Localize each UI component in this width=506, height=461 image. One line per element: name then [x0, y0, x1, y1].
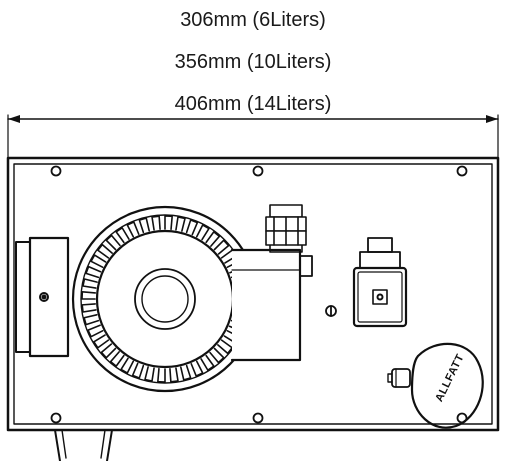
cooling-fin [82, 278, 98, 289]
cooling-fin [144, 366, 155, 382]
dimension-label-10l: 356mm (10Liters) [174, 51, 332, 73]
cooling-fin [190, 360, 204, 377]
valve-connector [352, 237, 408, 328]
cooling-fin [180, 364, 192, 381]
cooling-fin [200, 354, 215, 371]
cooling-fin [100, 343, 117, 359]
cooling-fin [85, 265, 102, 279]
cooling-fin [105, 234, 121, 251]
mounting-screw [50, 165, 468, 424]
cooling-fin [83, 314, 100, 326]
cooling-fin [209, 347, 225, 364]
cooling-fin [109, 351, 125, 367]
cooling-fin [93, 334, 110, 349]
cooling-fin [169, 367, 179, 383]
cooling-fin [81, 303, 97, 313]
cooling-fin [90, 254, 107, 269]
cooling-fin [175, 216, 186, 232]
cooling-fin [126, 221, 140, 238]
cooling-fin [131, 362, 145, 379]
cooling-fin [217, 339, 233, 355]
left-port [15, 236, 70, 358]
cooling-fin [213, 239, 230, 255]
cooling-fin [81, 291, 97, 300]
cable-gland [265, 204, 307, 246]
dimension-label-14l: 406mm (14Liters) [174, 93, 332, 115]
cooling-fin [195, 224, 210, 241]
cooling-fin [115, 227, 130, 244]
bottom-foot [54, 429, 113, 461]
cooling-fin [164, 215, 173, 231]
cooling-fin [97, 243, 113, 259]
ground-screw [325, 305, 337, 317]
dimension-label-6l: 306mm (6Liters) [180, 9, 326, 31]
cooling-fin [185, 219, 199, 236]
dimension-line [7, 114, 499, 159]
terminal-box [230, 241, 313, 362]
cooling-fin [87, 324, 104, 338]
cooling-fin [120, 357, 135, 374]
cooling-fin [157, 367, 166, 383]
cooling-fin [205, 231, 221, 247]
cooling-fin [138, 217, 150, 234]
cooling-fin [151, 215, 161, 231]
enclosure-outline [6, 156, 500, 432]
pump-motor [71, 205, 259, 393]
brand-cap [387, 342, 484, 429]
